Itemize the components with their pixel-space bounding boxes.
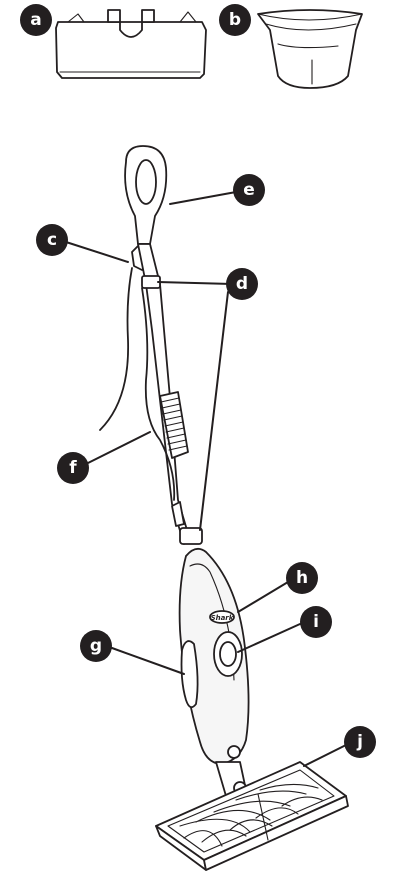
label-b-badge <box>219 4 251 36</box>
label-i-text: i <box>313 612 319 632</box>
label-f: f <box>57 452 89 484</box>
label-d: d <box>226 268 258 300</box>
label-c: c <box>36 224 68 256</box>
label-g: g <box>80 630 112 662</box>
label-j-text: j <box>356 732 363 752</box>
label-a-text: a <box>30 10 41 30</box>
label-g-badge <box>80 630 112 662</box>
leader-j <box>303 743 349 767</box>
label-e-text: e <box>243 180 255 200</box>
leader-g <box>111 647 185 675</box>
part-a-pad <box>55 9 207 79</box>
label-e: e <box>233 174 265 206</box>
leader-lines <box>65 191 349 767</box>
label-i: i <box>300 606 332 638</box>
part-b-cup <box>257 9 363 89</box>
label-d-badge <box>226 268 258 300</box>
label-b-text: b <box>229 10 241 30</box>
label-h-badge <box>286 562 318 594</box>
label-g-text: g <box>90 636 102 656</box>
label-f-text: f <box>69 458 77 478</box>
leader-i <box>237 623 301 653</box>
leader-f <box>85 431 151 465</box>
label-j-badge <box>344 726 376 758</box>
leader-d-top <box>157 281 233 285</box>
label-h-text: h <box>296 568 308 588</box>
label-e-badge <box>233 174 265 206</box>
label-c-text: c <box>47 230 57 250</box>
label-a: a <box>20 4 52 36</box>
leader-d-bottom <box>199 291 229 531</box>
label-a-badge <box>20 4 52 36</box>
label-h: h <box>286 562 318 594</box>
steam-mop: Shark <box>99 145 349 871</box>
label-d-text: d <box>236 274 248 294</box>
label-c-badge <box>36 224 68 256</box>
label-i-badge <box>300 606 332 638</box>
label-j: j <box>344 726 376 758</box>
label-b: b <box>219 4 251 36</box>
brand-label: Shark <box>211 614 235 622</box>
leader-e <box>169 191 237 205</box>
leader-c <box>65 241 129 263</box>
label-f-badge <box>57 452 89 484</box>
leader-h <box>237 581 289 613</box>
